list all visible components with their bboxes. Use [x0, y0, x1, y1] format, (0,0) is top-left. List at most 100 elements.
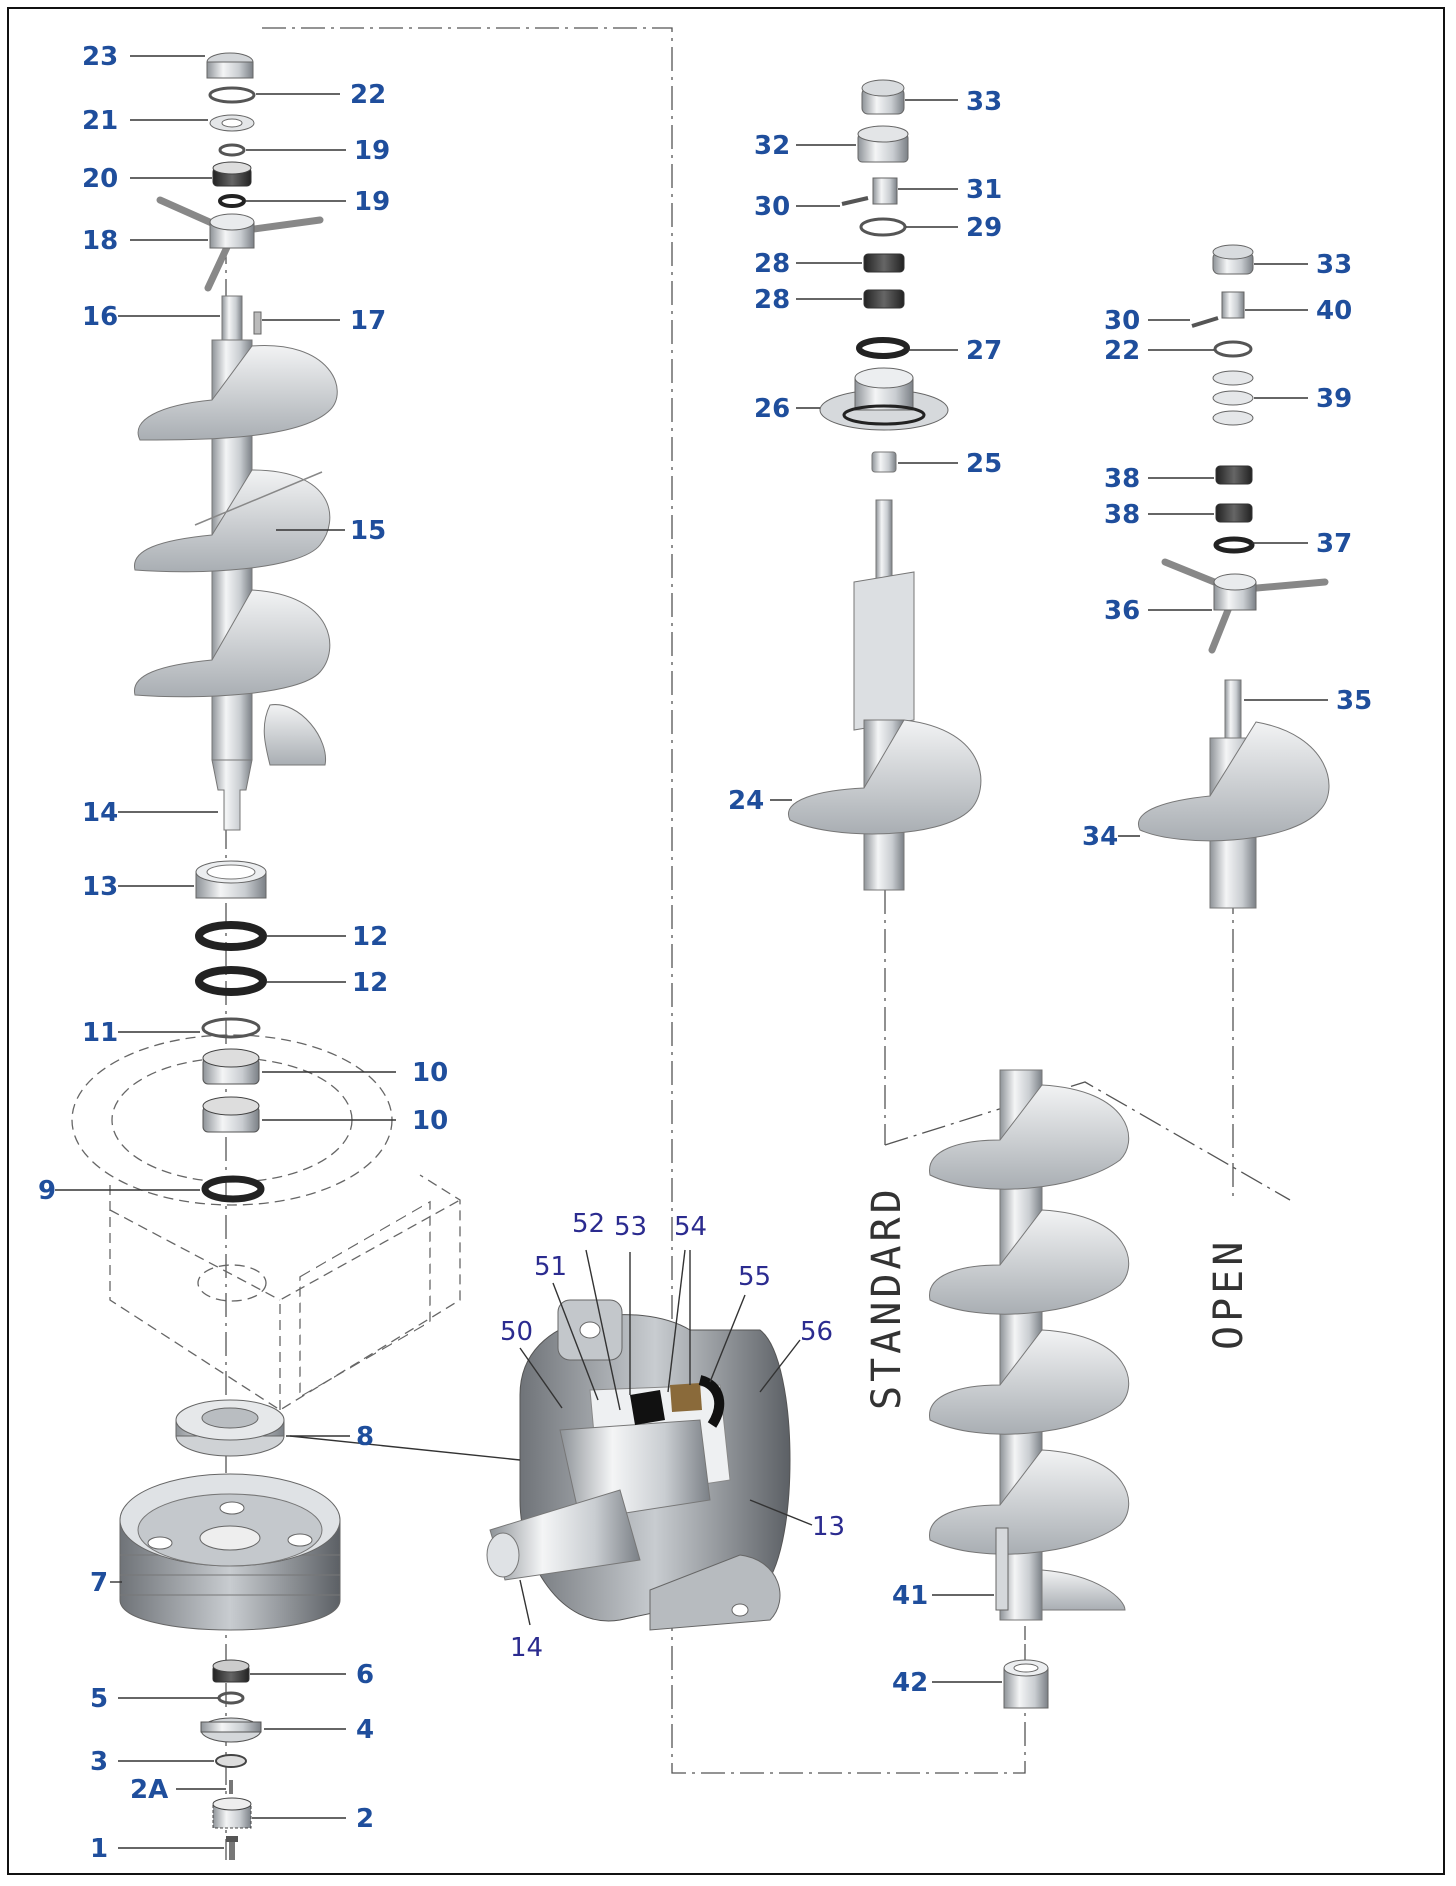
label-8: 8	[356, 1422, 374, 1452]
part-19-washer-a	[218, 143, 246, 157]
label-38b: 38	[1104, 500, 1140, 530]
part-38-bearing-b	[1215, 503, 1253, 523]
label-27: 27	[966, 336, 1002, 366]
label-1: 1	[90, 1834, 108, 1864]
label-11: 11	[82, 1018, 118, 1048]
standard-view-label: STANDARD	[864, 1185, 910, 1410]
label-23: 23	[82, 42, 118, 72]
open-assembly	[1137, 244, 1330, 909]
part-7-pulley	[119, 1473, 341, 1631]
label-56: 56	[800, 1317, 833, 1347]
label-33-open: 33	[1316, 250, 1352, 280]
part-3-bearing	[215, 1754, 247, 1768]
label-26: 26	[754, 394, 790, 424]
part-34-auger-head	[1137, 721, 1330, 909]
cutaway-detail	[486, 1299, 791, 1631]
part-41-key	[995, 1527, 1009, 1611]
part-27-seal	[856, 337, 910, 359]
label-22-open: 22	[1104, 336, 1140, 366]
part-6-bearing	[212, 1659, 250, 1683]
part-15-auger	[133, 339, 338, 766]
label-19b: 19	[354, 187, 390, 217]
label-24: 24	[728, 786, 764, 816]
part-40-bush	[1221, 291, 1245, 319]
part-23-cap	[206, 52, 254, 79]
label-25: 25	[966, 449, 1002, 479]
label-40: 40	[1316, 296, 1352, 326]
label-15: 15	[350, 516, 386, 546]
drawing-frame	[7, 7, 1445, 1875]
label-4: 4	[356, 1715, 374, 1745]
label-52: 52	[572, 1209, 605, 1239]
label-14: 14	[82, 798, 118, 828]
label-30: 30	[754, 192, 790, 222]
part-28-bearing-b	[863, 289, 905, 309]
label-33: 33	[966, 87, 1002, 117]
part-18-spider	[156, 196, 324, 292]
label-53: 53	[614, 1212, 647, 1242]
part-22-circlip	[208, 86, 256, 104]
long-auger	[929, 1069, 1130, 1709]
detail-labels: 50 51 52 53 54 55 56 13 14	[500, 1209, 845, 1663]
part-25-spacer	[871, 451, 897, 473]
part-38-bearing-a	[1215, 465, 1253, 485]
label-10b: 10	[412, 1106, 448, 1136]
label-36: 36	[1104, 596, 1140, 626]
label-5: 5	[90, 1684, 108, 1714]
part-12-seal-b	[195, 966, 267, 996]
part-19-washer-b	[218, 194, 246, 208]
label-7: 7	[90, 1568, 108, 1598]
left-auger-assembly	[119, 52, 341, 1860]
part-42-bush	[1003, 1659, 1049, 1709]
label-22: 22	[350, 80, 386, 110]
label-2: 2	[356, 1804, 374, 1834]
label-6: 6	[356, 1660, 374, 1690]
label-9: 9	[38, 1176, 56, 1206]
part-9-seal	[201, 1175, 265, 1203]
part-2a-pin	[229, 1780, 233, 1794]
part-13-collar	[195, 860, 267, 899]
label-31: 31	[966, 175, 1002, 205]
label-13-detail: 13	[812, 1512, 845, 1542]
label-38a: 38	[1104, 464, 1140, 494]
part-33-nut-open	[1212, 244, 1254, 275]
part-2-sprocket	[212, 1797, 252, 1829]
part-30-pin-open	[1191, 316, 1219, 328]
part-39-washers	[1212, 370, 1254, 426]
part-16-shaft-end	[221, 295, 243, 347]
part-22-circlip-open	[1213, 340, 1253, 358]
part-30-pin	[841, 196, 869, 206]
part-24-auger-head	[787, 499, 982, 891]
standard-labels: 33 32 30 31 29 28 28 27 26 25 24 41 42	[728, 87, 1002, 1698]
label-28a: 28	[754, 249, 790, 279]
part-10-bearing-a	[202, 1048, 260, 1085]
label-29: 29	[966, 213, 1002, 243]
part-21-bearing	[209, 114, 255, 132]
label-35: 35	[1336, 686, 1372, 716]
label-37: 37	[1316, 529, 1352, 559]
label-39: 39	[1316, 384, 1352, 414]
label-3: 3	[90, 1747, 108, 1777]
part-32-cup	[857, 125, 909, 163]
label-41: 41	[892, 1581, 928, 1611]
leader-lines	[55, 55, 1328, 1849]
label-21: 21	[82, 106, 118, 136]
gearbox-housing-outline	[71, 1034, 461, 1411]
part-8-flange	[175, 1399, 285, 1457]
label-12b: 12	[352, 968, 388, 998]
label-51: 51	[534, 1252, 567, 1282]
open-labels: 33 30 40 22 39 38 38 37 36 35 34	[1082, 250, 1372, 852]
label-55: 55	[738, 1262, 771, 1292]
part-33-nut	[861, 79, 905, 115]
part-20-bearing	[212, 161, 252, 187]
part-17-key	[253, 311, 262, 335]
label-14-detail: 14	[510, 1633, 543, 1663]
part-5-washer	[217, 1691, 245, 1705]
label-32: 32	[754, 131, 790, 161]
label-19a: 19	[354, 136, 390, 166]
label-17: 17	[350, 306, 386, 336]
part-28-bearing-a	[863, 253, 905, 273]
label-13: 13	[82, 872, 118, 902]
part-4-housing	[200, 1717, 262, 1743]
